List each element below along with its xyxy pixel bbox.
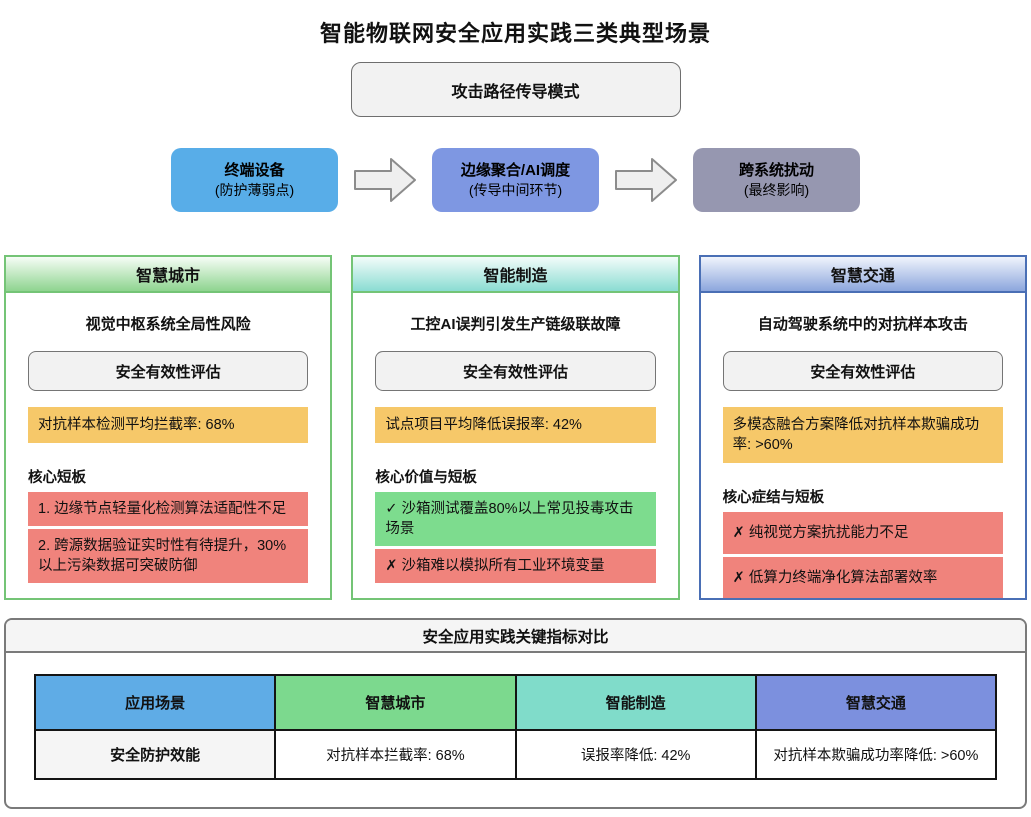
list-item: ✗ 低算力终端净化算法部署效率 [722, 557, 1003, 598]
card-header: 智慧城市 [6, 257, 331, 293]
table-header-cell: 智慧交通 [754, 674, 998, 731]
flow-node-cross-system: 跨系统扰动 (最终影响) [693, 148, 860, 212]
list-label: 核心价值与短板 [375, 470, 477, 486]
metric-badge: 对抗样本检测平均拦截率: 68% [28, 407, 309, 443]
flow-node-title: 终端设备 [224, 162, 285, 180]
assessment-label: 安全有效性评估 [375, 351, 656, 391]
comparison-table: 应用场景 智慧城市 智能制造 智慧交通 安全防护效能 对抗样本拦截率: 68% … [33, 674, 998, 780]
list-item: 1. 边缘节点轻量化检测算法适配性不足 [28, 492, 309, 526]
table-header-cell: 智能制造 [514, 674, 757, 731]
list-item: ✓ 沙箱测试覆盖80%以上常见投毒攻击场景 [375, 492, 656, 546]
assessment-label: 安全有效性评估 [28, 351, 309, 391]
risk-title: 视觉中枢系统全局性风险 [85, 316, 251, 333]
flow-node-title: 跨系统扰动 [738, 162, 814, 180]
table-row-label: 安全防护效能 [33, 729, 277, 780]
assessment-label: 安全有效性评估 [722, 351, 1003, 391]
flow-node-title: 边缘聚合/AI调度 [460, 162, 571, 180]
table-cell: 误报率降低: 42% [514, 729, 757, 780]
risk-title: 自动驾驶系统中的对抗样本攻击 [757, 316, 968, 333]
list-label: 核心短板 [28, 470, 86, 486]
comparison-body: 应用场景 智慧城市 智能制造 智慧交通 安全防护效能 对抗样本拦截率: 68% … [6, 653, 1025, 780]
flow-node-subtitle: (最终影响) [743, 181, 810, 198]
flow-node-edge-aggregation: 边缘聚合/AI调度 (传导中间环节) [432, 148, 599, 212]
comparison-title: 安全应用实践关键指标对比 [6, 620, 1025, 653]
right-arrow-icon [615, 158, 677, 202]
flow-node-subtitle: (传导中间环节) [468, 181, 563, 198]
scenario-card-smart-city: 智慧城市 视觉中枢系统全局性风险 安全有效性评估 对抗样本检测平均拦截率: 68… [4, 255, 333, 600]
card-header: 智慧交通 [700, 257, 1025, 293]
table-row: 安全防护效能 对抗样本拦截率: 68% 误报率降低: 42% 对抗样本欺骗成功率… [33, 729, 998, 780]
comparison-section: 安全应用实践关键指标对比 应用场景 智慧城市 智能制造 智慧交通 安全防护效能 … [4, 618, 1027, 809]
list-item: 2. 跨源数据验证实时性有待提升，30%以上污染数据可突破防御 [28, 529, 309, 583]
flow-node-terminal-device: 终端设备 (防护薄弱点) [171, 148, 338, 212]
table-header-cell: 智慧城市 [274, 674, 517, 731]
metric-badge: 试点项目平均降低误报率: 42% [375, 407, 656, 443]
right-arrow-icon [354, 158, 416, 202]
scenario-cards: 智慧城市 视觉中枢系统全局性风险 安全有效性评估 对抗样本检测平均拦截率: 68… [4, 255, 1027, 600]
card-header: 智能制造 [353, 257, 678, 293]
table-cell: 对抗样本欺骗成功率降低: >60% [754, 729, 998, 780]
attack-path-header: 攻击路径传导模式 [350, 62, 681, 117]
page-title: 智能物联网安全应用实践三类典型场景 [319, 21, 711, 46]
list-label: 核心症结与短板 [722, 490, 825, 506]
flow-node-subtitle: (防护薄弱点) [214, 181, 295, 198]
list-item: ✗ 纯视觉方案抗扰能力不足 [722, 512, 1003, 554]
metric-badge: 多模态融合方案降低对抗样本欺骗成功率: >60% [722, 407, 1003, 463]
table-header-cell: 应用场景 [33, 674, 277, 731]
table-cell: 对抗样本拦截率: 68% [274, 729, 517, 780]
attack-path-flow: 终端设备 (防护薄弱点) 边缘聚合/AI调度 (传导中间环节) 跨系统扰动 (最… [0, 148, 1031, 212]
table-header-row: 应用场景 智慧城市 智能制造 智慧交通 [33, 674, 998, 731]
scenario-card-smart-manufacturing: 智能制造 工控AI误判引发生产链级联故障 安全有效性评估 试点项目平均降低误报率… [351, 255, 680, 600]
list-item: ✗ 沙箱难以模拟所有工业环境变量 [375, 549, 656, 583]
scenario-card-smart-traffic: 智慧交通 自动驾驶系统中的对抗样本攻击 安全有效性评估 多模态融合方案降低对抗样… [698, 255, 1027, 600]
risk-title: 工控AI误判引发生产链级联故障 [410, 316, 621, 333]
